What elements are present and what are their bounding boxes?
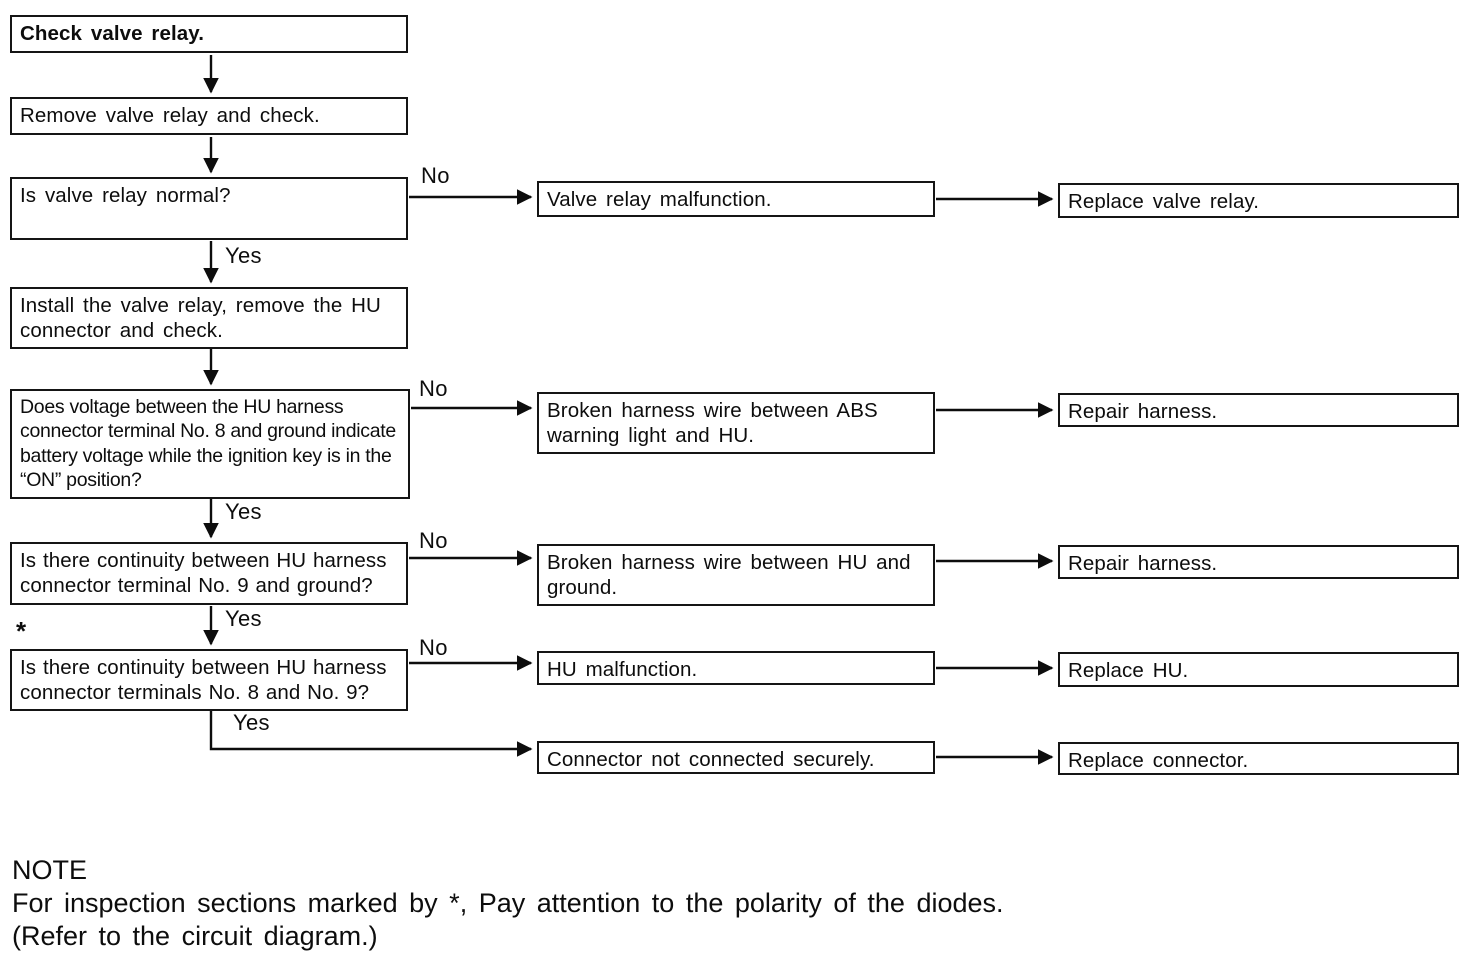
node-check-valve-relay: Check valve relay. [10, 15, 408, 53]
node-replace-connector: Replace connector. [1058, 742, 1459, 775]
branch-label-yes-3: Yes [225, 606, 262, 631]
note-line-1: For inspection sections marked by *, Pay… [12, 888, 1004, 918]
node-valve-relay-malfunction: Valve relay malfunction. [537, 181, 935, 217]
node-voltage-check: Does voltage between the HU harness conn… [10, 389, 410, 499]
node-repair-harness-2: Repair harness. [1058, 545, 1459, 579]
branch-label-no-2: No [419, 376, 448, 401]
note-line-2: (Refer to the circuit diagram.) [12, 921, 378, 951]
node-is-valve-relay-normal: Is valve relay normal? [10, 177, 408, 240]
node-repair-harness-1: Repair harness. [1058, 393, 1459, 427]
node-remove-valve-relay: Remove valve relay and check. [10, 97, 408, 135]
node-broken-harness-abs: Broken harness wire between ABS warning … [537, 392, 935, 454]
asterisk-marker: * [16, 616, 27, 646]
node-install-valve-relay: Install the valve relay, remove the HU c… [10, 287, 408, 349]
node-hu-malfunction: HU malfunction. [537, 651, 935, 685]
node-continuity-no8-no9: Is there continuity between HU harness c… [10, 649, 408, 711]
node-replace-hu: Replace HU. [1058, 652, 1459, 687]
branch-label-no-4: No [419, 635, 448, 660]
branch-label-yes-1: Yes [225, 243, 262, 268]
branch-label-yes-2: Yes [225, 499, 262, 524]
branch-label-no-3: No [419, 528, 448, 553]
note-heading: NOTE [12, 855, 88, 885]
branch-label-no-1: No [421, 163, 450, 188]
note-block: NOTE For inspection sections marked by *… [12, 854, 1004, 953]
node-replace-valve-relay: Replace valve relay. [1058, 183, 1459, 218]
node-continuity-no9-ground: Is there continuity between HU harness c… [10, 542, 408, 605]
branch-label-yes-4: Yes [233, 710, 270, 735]
node-connector-not-connected: Connector not connected securely. [537, 741, 935, 774]
node-broken-harness-ground: Broken harness wire between HU and groun… [537, 544, 935, 606]
